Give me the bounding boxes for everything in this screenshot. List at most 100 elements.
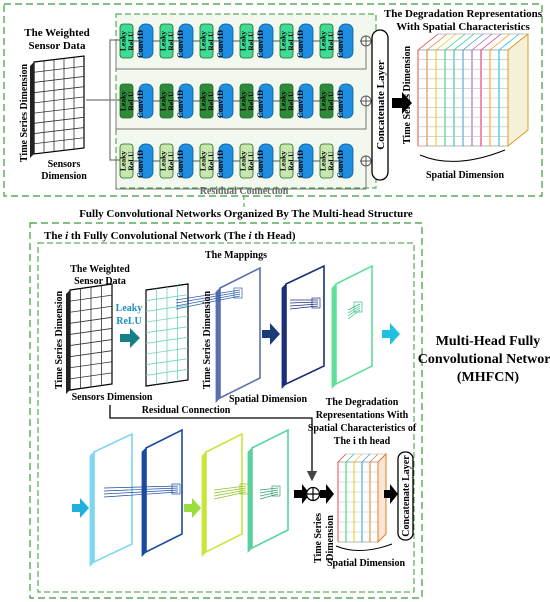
conv1d-label: Conv1D: [336, 30, 345, 58]
conv1d-label: Conv1D: [296, 90, 305, 118]
mapping-panel-7-edge: [247, 447, 253, 553]
head-concat-arrow: [384, 484, 398, 504]
leaky-relu-label-line1: Leaky: [159, 151, 168, 171]
conv1d-block: [338, 23, 354, 59]
leaky-relu-label-line2: ReLU: [207, 151, 216, 171]
top-concat-label: Concatenate Layer: [375, 60, 387, 150]
leaky-relu-label: LeakyReLU: [279, 151, 296, 171]
conv1d-label: Conv1D: [256, 90, 265, 118]
head-input-grid-cells-row-line: [69, 361, 113, 369]
mapping-wires-1-line: [175, 291, 241, 304]
leaky-relu-label: LeakyReLU: [279, 31, 296, 51]
row2-arrow-green: [184, 498, 201, 518]
leaky-relu-label-line1: Leaky: [199, 151, 208, 171]
leaky-relu-label-line1: Leaky: [119, 91, 128, 111]
add-plus: [361, 156, 371, 166]
head-leaky-label-line2: ReLU: [116, 316, 142, 327]
row1-arrow-blue: [382, 323, 400, 345]
mapping-wires-4: [103, 483, 181, 498]
head-out-bracket: [335, 543, 393, 551]
head-concat-layer: [397, 451, 414, 541]
conv1d-label: Conv1D: [216, 150, 225, 178]
conv1d-label: Conv1D: [256, 150, 265, 178]
leaky-relu-label-line1: Leaky: [319, 151, 328, 171]
head-out-title-line1: The Degradation: [326, 397, 399, 408]
mapping-panel-6-edge: [201, 451, 207, 557]
conv1d-label: Conv1D: [216, 90, 225, 118]
mhfcn-label-line3: (MHFCN): [457, 370, 520, 385]
mapping-wires-6-line: [259, 491, 279, 497]
top-output-y-label: Time Series Dimension: [402, 45, 413, 144]
head-leaky-grid-cells-row-line: [145, 336, 189, 344]
mapping-wires-3-kernel: [353, 301, 363, 313]
top-input-grid-cells-row-line: [33, 96, 85, 104]
top-output-arrow: [392, 92, 412, 114]
head-mappings-label: The Mappings: [205, 250, 267, 261]
head-output-grid-top-line: [345, 453, 355, 463]
leaky-relu-label: LeakyReLU: [239, 91, 256, 111]
top-concat-layer: [371, 29, 389, 181]
mapping-panel-2-face: [285, 264, 325, 386]
input-branch-lines: [86, 39, 120, 161]
head-leaky-grid-cells-row-line: [145, 315, 189, 323]
mapping-panel-5-edge: [141, 447, 147, 557]
head-out-title-line2: Representations With: [316, 410, 409, 421]
top-input-grid-cells-row-line: [33, 137, 85, 145]
leaky-relu-label-line1: Leaky: [319, 31, 328, 51]
head-title-mid: th Fully Convolutional Network (The: [68, 230, 248, 242]
top-output-title-line1: The Degradation Representations: [384, 8, 543, 20]
leaky-relu-label-line1: Leaky: [199, 31, 208, 51]
top-output-grid: [417, 32, 529, 148]
mapping-wires-2: [289, 297, 321, 310]
leaky-relu-label-line2: ReLU: [287, 91, 296, 111]
mapping-wires-1: [175, 287, 243, 310]
mapping-panels-row1: [175, 264, 373, 403]
leaky-relu-label-line1: Leaky: [239, 31, 248, 51]
leaky-relu-label-line2: ReLU: [247, 31, 256, 51]
conv1d-label: Conv1D: [296, 150, 305, 178]
head-input-grid-cells-row-line: [69, 372, 113, 380]
add-plus: [361, 96, 371, 106]
head-input-grid-cells-row-line: [69, 316, 113, 324]
mapping-wires-5: [213, 483, 249, 500]
leaky-relu-label-line2: ReLU: [287, 151, 296, 171]
head-leaky-grid-cells-row-line: [145, 347, 189, 355]
head-input-grid-cells-row-line: [69, 350, 113, 358]
leaky-relu-label-line2: ReLU: [327, 91, 336, 111]
mapping-wires-2-line: [289, 303, 319, 307]
mhfcn-label-line2: Convolutional Network: [418, 352, 550, 367]
head-leaky-grid: [145, 283, 189, 387]
leaky-relu-label: LeakyReLU: [279, 91, 296, 111]
mapping-wires-2-line: [289, 301, 319, 304]
top-input-grid-cells-border: [33, 55, 85, 155]
top-output-bracket: [419, 149, 506, 162]
leaky-relu-label: LeakyReLU: [319, 31, 336, 51]
head-input-grid-cells-row-line: [69, 339, 113, 346]
row2-arrow-blue: [72, 498, 89, 518]
mapping-wires-5-line: [213, 487, 247, 494]
conv1d-label: Conv1D: [176, 150, 185, 178]
mapping-panel-7: [247, 428, 289, 553]
leaky-relu-label: LeakyReLU: [199, 91, 216, 111]
mapping-wires-1-line: [175, 295, 241, 310]
mapping-panel-1: [215, 266, 261, 403]
leaky-relu-label: LeakyReLU: [239, 31, 256, 51]
mapping-panel-6-face: [205, 432, 243, 554]
top-input-title-line2: Sensor Data: [29, 40, 86, 52]
top-input-grid-cells-row-line: [33, 86, 85, 94]
conv1d-label: Conv1D: [136, 30, 145, 58]
leaky-relu-label-line2: ReLU: [247, 91, 256, 111]
head-input-title-line1: The Weighted: [70, 264, 130, 275]
head-input-grid-cells: [69, 283, 113, 391]
head-title: The i th Fully Convolutional Network (Th…: [44, 230, 296, 242]
mapping-wires-4-line: [103, 491, 179, 498]
top-input-grid-cells-row-line: [33, 106, 85, 114]
head-out-title-line4: The i th head: [334, 436, 391, 447]
mapping-panel-1-edge: [215, 287, 221, 403]
head-leaky-grid-cells-row-line: [145, 294, 189, 302]
mapping-panel-1-face: [219, 266, 261, 400]
leaky-relu-label-line2: ReLU: [127, 151, 136, 171]
leaky-relu-label-line2: ReLU: [167, 151, 176, 171]
leaky-relu-label: LeakyReLU: [239, 151, 256, 171]
